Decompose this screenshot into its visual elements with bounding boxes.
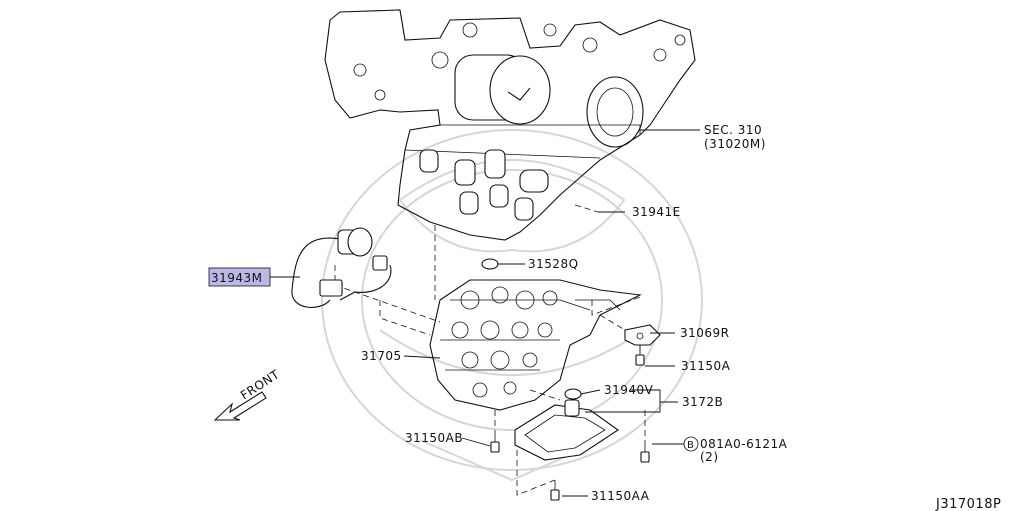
label-31528q: 31528Q bbox=[528, 257, 579, 271]
bolt-circle-b-icon bbox=[683, 436, 699, 452]
label-31705: 31705 bbox=[361, 349, 402, 363]
label-sec310: SEC. 310 bbox=[704, 123, 762, 137]
highlight-box-31943m bbox=[208, 267, 271, 287]
front-arrow-icon bbox=[213, 391, 267, 421]
label-sec310-sub: (31020M) bbox=[704, 137, 766, 151]
assembly-guide-lines bbox=[334, 204, 646, 496]
label-front: FRONT bbox=[238, 367, 282, 403]
o-ring-31528q bbox=[481, 258, 499, 270]
leader-lines bbox=[270, 129, 700, 497]
control-valve-body bbox=[429, 279, 642, 411]
label-31943m: 31943M bbox=[211, 271, 263, 285]
bolt-081a0 bbox=[640, 440, 650, 463]
bolt-31150aa bbox=[550, 480, 560, 501]
diagram-id: J317018P bbox=[935, 497, 1001, 511]
label-bolt-circle: B bbox=[687, 440, 694, 451]
bolt-31150ab bbox=[490, 430, 500, 453]
o-ring-31940v bbox=[564, 388, 582, 400]
label-31940v: 31940V bbox=[604, 383, 654, 397]
label-31150a: 31150A bbox=[681, 359, 731, 373]
label-081a0-6121a: 081A0-6121A bbox=[700, 437, 788, 451]
label-3172b: 3172B bbox=[682, 395, 723, 409]
transmission-case bbox=[324, 9, 696, 241]
label-31150aa: 31150AA bbox=[591, 489, 650, 503]
label-31069r: 31069R bbox=[680, 326, 730, 340]
label-31941e: 31941E bbox=[632, 205, 681, 219]
label-bolt-qty: (2) bbox=[700, 450, 719, 464]
bracket-31069r bbox=[624, 324, 661, 346]
watermark-emblem bbox=[321, 129, 703, 482]
bolt-31150a bbox=[635, 345, 645, 366]
wiring-harness bbox=[291, 227, 392, 308]
oil-strainer bbox=[514, 399, 619, 461]
label-31150ab: 31150AB bbox=[405, 431, 463, 445]
